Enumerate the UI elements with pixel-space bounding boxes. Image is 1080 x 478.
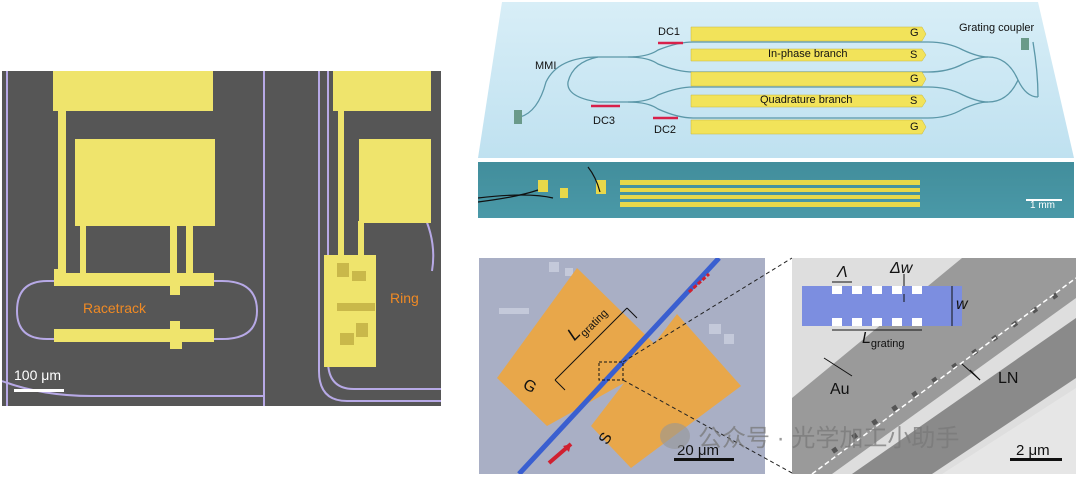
electrode-label-s2: S [910, 95, 918, 107]
panel-b-drawing [478, 2, 1074, 218]
w-label: w [956, 296, 968, 313]
scale-bar-label-b: 1 mm [1030, 200, 1055, 211]
panel-b-chip-layout: MMI DC1 DC3 DC2 In-phase branch Quadratu… [478, 2, 1074, 218]
mmi-label: MMI [535, 60, 557, 72]
ring-label: Ring [390, 290, 419, 306]
dc3-label: DC3 [593, 115, 616, 127]
grating-coupler-label: Grating coupler [959, 22, 1035, 34]
au-label: Au [830, 381, 850, 398]
l-grating-sub-d: grating [870, 338, 905, 351]
quadrature-branch-label: Quadrature branch [760, 94, 853, 106]
scale-bar-label-a: 100 μm [14, 367, 61, 383]
electrode-label-s1: S [910, 49, 918, 61]
in-phase-branch-label: In-phase branch [768, 48, 848, 60]
wechat-watermark: 公众号 · 光学加工小助手 [660, 418, 959, 453]
ln-label: LN [998, 370, 1019, 387]
electrode-label-g1: G [910, 27, 919, 39]
panel-d-drawing [792, 258, 1076, 474]
electrode-label-g2: G [910, 73, 919, 85]
electrode-label-g3: G [910, 121, 919, 133]
scale-bar-label-d: 2 μm [1016, 442, 1050, 459]
racetrack-label: Racetrack [83, 300, 147, 316]
dc1-label: DC1 [658, 26, 681, 38]
panel-a-sem-image: Racetrack Ring 100 μm [2, 71, 441, 406]
l-grating-label-d: Lgrating [862, 330, 905, 350]
l-grating-main-d: L [862, 330, 871, 347]
panel-d-sem-closeup: Λ Δw w Lgrating Au LN 2 μm [792, 258, 1076, 474]
delta-w-label: Δw [890, 260, 913, 277]
wechat-icon [660, 422, 690, 449]
dc2-label: DC2 [654, 124, 677, 136]
lambda-label: Λ [837, 264, 848, 281]
watermark-text: 公众号 · 光学加工小助手 [698, 425, 960, 452]
panel-a-drawing [2, 71, 441, 406]
